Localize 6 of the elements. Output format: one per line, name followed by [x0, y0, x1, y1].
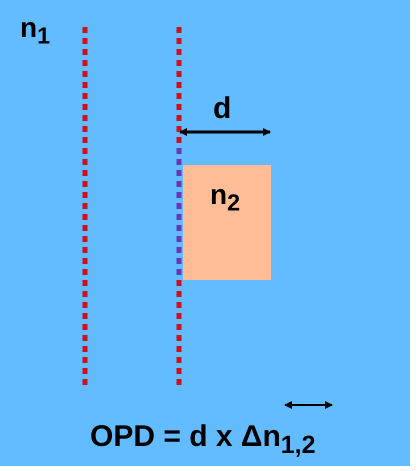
formula-text: OPD = d x Δn$_{1,2}$	[90, 420, 316, 460]
medium-region	[0, 0, 410, 466]
dimension-label: d	[213, 92, 232, 126]
sample-block	[183, 165, 271, 280]
refractive-index-label: n$_{2}$	[210, 179, 240, 217]
refractive-index-label: n$_{1}$	[20, 12, 50, 50]
